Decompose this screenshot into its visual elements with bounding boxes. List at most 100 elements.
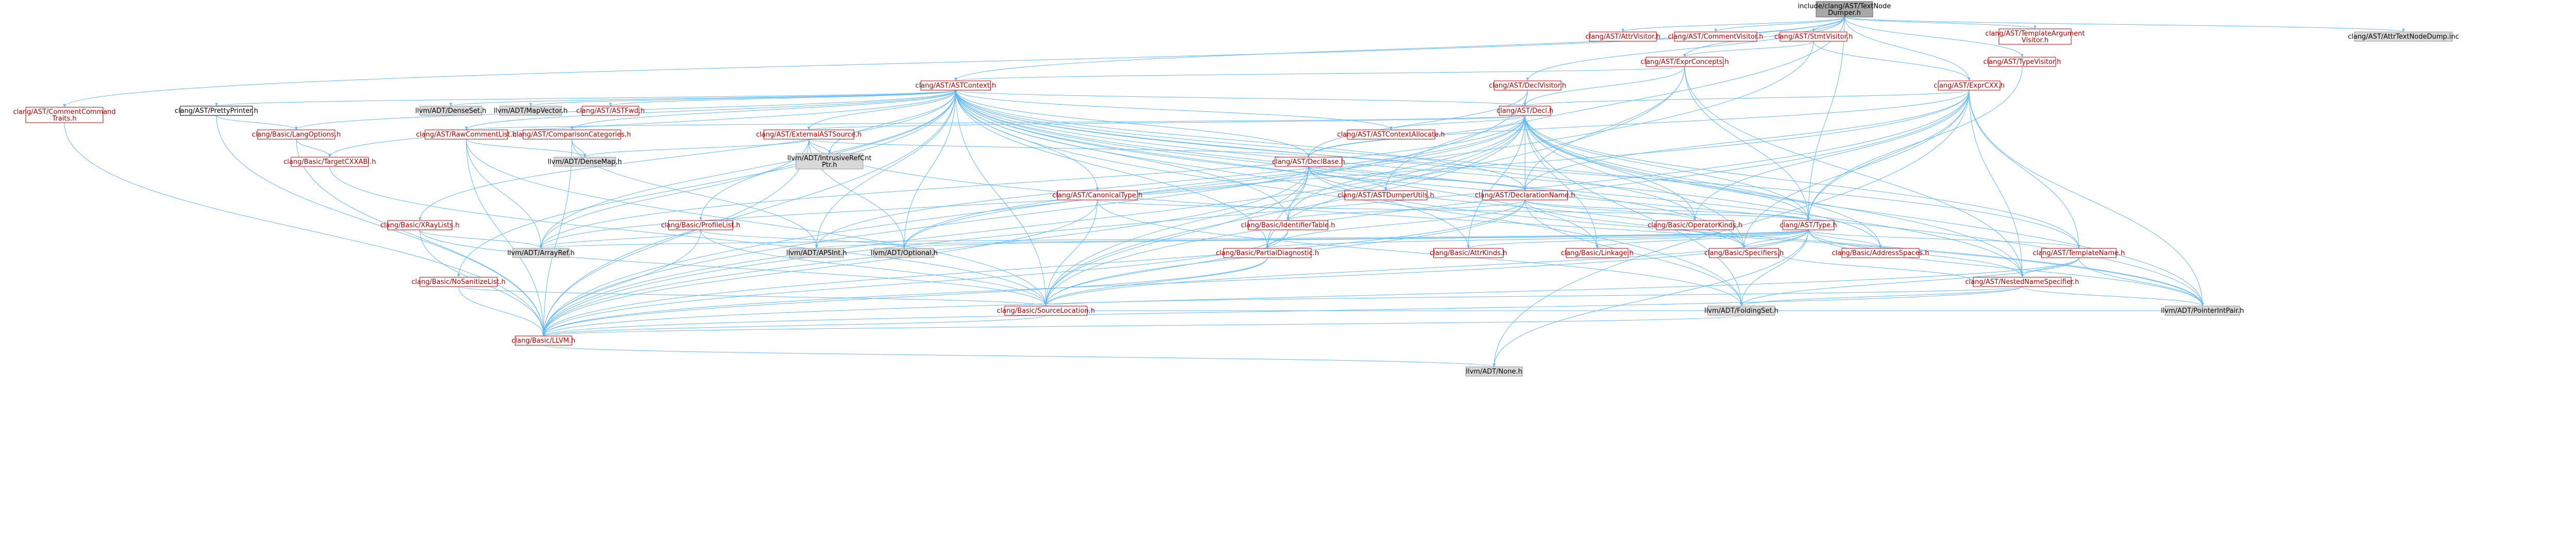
- node-nosanitizelist[interactable]: clang/Basic/NoSanitizeList.h: [412, 277, 506, 287]
- node-declbase[interactable]: clang/AST/DeclBase.h: [1272, 157, 1345, 167]
- edge-astcontext-to-comparisoncategories: [570, 90, 956, 130]
- node-densemap[interactable]: llvm/ADT/DenseMap.h: [548, 157, 622, 167]
- edge-astcontext-to-sourcelocation: [955, 90, 1047, 307]
- node-attrvisitor[interactable]: clang/AST/AttrVisitor.h: [1585, 31, 1660, 42]
- edge-stmtvisitor-to-exprconcepts: [1683, 41, 1814, 58]
- node-box-llvm: [515, 335, 572, 346]
- node-label-langoptions: clang/Basic/LangOptions.h: [252, 131, 341, 139]
- node-arrayref[interactable]: llvm/ADT/ArrayRef.h: [507, 248, 575, 258]
- edge-profilelist-to-optional: [700, 229, 906, 249]
- node-declvisitor[interactable]: clang/AST/DeclVisitor.h: [1489, 80, 1566, 91]
- node-asttype[interactable]: clang/AST/Type.h: [1780, 220, 1837, 230]
- edge-exprcxx-to-specifiers: [1742, 90, 1970, 249]
- node-addressspaces[interactable]: clang/Basic/AddressSpaces.h: [1832, 248, 1929, 258]
- node-attrtextnodedump[interactable]: clang/AST/AttrTextNodeDump.inc: [2348, 31, 2459, 42]
- edge-targetcxxabi-to-sourcelocation: [329, 166, 1047, 307]
- edge-externalastsource-to-declbase: [808, 139, 1310, 158]
- node-specifiers[interactable]: clang/Basic/Specifiers.h: [1704, 248, 1784, 258]
- edge-asttype-to-specifiers: [1742, 229, 1809, 249]
- edge-decl-to-asttype: [1524, 115, 1810, 221]
- node-rawcommentlist[interactable]: clang/AST/RawCommentList.h: [416, 129, 517, 140]
- node-typevisitor[interactable]: clang/AST/TypeVisitor.h: [1983, 57, 2061, 67]
- edge-declarationname-to-llvm: [542, 199, 1526, 336]
- edge-nestednamespecifier-to-foldingset: [1740, 286, 2023, 307]
- edge-decl-to-pointerintpair: [1524, 115, 2204, 307]
- edge-decl-to-optional: [903, 115, 1526, 249]
- node-externalastsource[interactable]: clang/AST/ExternalASTSource.h: [756, 129, 862, 140]
- node-astfwd[interactable]: clang/AST/ASTFwd.h: [577, 106, 645, 116]
- edge-decl-to-sourcelocation: [1044, 115, 1526, 307]
- node-astcontext[interactable]: clang/AST/ASTContext.h: [916, 80, 996, 91]
- node-label-mapvector: llvm/ADT/MapVector.h: [494, 107, 567, 115]
- node-box-templatename: [2041, 248, 2116, 258]
- node-label-profilelist: clang/Basic/ProfileList.h: [661, 222, 740, 229]
- node-label-attrvisitor: clang/AST/AttrVisitor.h: [1585, 33, 1660, 41]
- node-label-commentvisitor: clang/AST/CommentVisitor.h: [1668, 33, 1764, 41]
- node-nestednamespecifier[interactable]: clang/AST/NestedNameSpecifier.h: [1965, 277, 2079, 287]
- node-label-densemap: llvm/ADT/DenseMap.h: [548, 158, 622, 166]
- node-operatorkinds[interactable]: clang/Basic/OperatorKinds.h: [1648, 220, 1742, 230]
- node-llvm[interactable]: clang/Basic/LLVM.h: [512, 335, 575, 346]
- edge-exprcxx-to-llvm: [542, 90, 1970, 336]
- node-targetcxxabi[interactable]: clang/Basic/TargetCXXABI.h: [283, 157, 376, 167]
- node-exprcxx[interactable]: clang/AST/ExprCXX.h: [1934, 80, 2005, 91]
- edge-comparisoncategories-to-llvm: [542, 139, 572, 336]
- node-pointerintpair[interactable]: llvm/ADT/PointerIntPair.h: [2161, 306, 2244, 316]
- node-prettyprinter[interactable]: clang/AST/PrettyPrinter.h: [175, 106, 258, 116]
- node-none[interactable]: llvm/ADT/None.h: [1465, 366, 1523, 377]
- node-label-canonicaltype: clang/AST/CanonicalType.h: [1052, 192, 1142, 199]
- edge-stmtvisitor-to-llvm: [542, 41, 1814, 336]
- edges-layer: [63, 16, 2405, 367]
- node-attrkinds[interactable]: clang/Basic/AttrKinds.h: [1430, 248, 1507, 258]
- node-stmtvisitor[interactable]: clang/AST/StmtVisitor.h: [1774, 31, 1853, 42]
- node-optional[interactable]: llvm/ADT/Optional.h: [871, 248, 938, 258]
- node-box-targetcxxabi: [291, 157, 369, 167]
- edge-root-to-attrvisitor: [1621, 16, 1845, 32]
- node-label-intrusiverefcnt-1: llvm/ADT/IntrusiveRefCnt: [787, 155, 871, 162]
- edge-xraylists-to-sourcelocation: [419, 229, 1047, 307]
- node-partialdiagnostic[interactable]: clang/Basic/PartialDiagnostic.h: [1216, 248, 1319, 258]
- node-foldingset[interactable]: llvm/ADT/FoldingSet.h: [1704, 306, 1778, 316]
- node-linkage[interactable]: clang/Basic/Linkage.h: [1561, 248, 1634, 258]
- edge-declarationname-to-operatorkinds: [1524, 199, 1697, 221]
- edge-asttype-to-none: [1493, 229, 1809, 367]
- node-mapvector[interactable]: llvm/ADT/MapVector.h: [494, 106, 568, 116]
- node-astcontextallocate[interactable]: clang/AST/ASTContextAllocate.h: [1337, 129, 1445, 140]
- edge-root-to-astcontext: [954, 16, 1845, 81]
- nodes-layer: include/clang/AST/TextNodeDumper.hclang/…: [13, 1, 2459, 377]
- node-comparisoncategories[interactable]: clang/AST/ComparisonCategories.h: [513, 129, 631, 140]
- edge-astcontext-to-pointerintpair: [955, 90, 2204, 307]
- node-canonicaltype[interactable]: clang/AST/CanonicalType.h: [1052, 190, 1143, 200]
- node-box-templateargvisitor: [1998, 28, 2072, 45]
- edge-exprcxx-to-decl: [1523, 90, 1970, 107]
- edge-decl-to-identifiertable: [1286, 115, 1526, 221]
- edge-prettyprinter-to-llvm: [216, 115, 545, 336]
- node-exprconcepts[interactable]: clang/AST/ExprConcepts.h: [1640, 57, 1729, 67]
- edge-declarationname-to-specifiers: [1524, 199, 1745, 249]
- node-xraylists[interactable]: clang/Basic/XRayLists.h: [380, 220, 460, 230]
- node-commentvisitor[interactable]: clang/AST/CommentVisitor.h: [1668, 31, 1764, 42]
- node-box-exprcxx: [1938, 80, 2001, 91]
- node-astdumperutils[interactable]: clang/AST/ASTDumperUtils.h: [1337, 190, 1434, 200]
- node-apsint[interactable]: llvm/ADT/APSInt.h: [786, 248, 847, 258]
- edge-nosanitizelist-to-sourcelocation: [458, 286, 1047, 307]
- node-decl[interactable]: clang/AST/Decl.h: [1497, 106, 1553, 116]
- edge-templatename-to-nestednamespecifier: [2021, 257, 2079, 278]
- node-sourcelocation[interactable]: clang/Basic/SourceLocation.h: [997, 306, 1095, 316]
- node-identifiertable[interactable]: clang/Basic/IdentifierTable.h: [1241, 220, 1335, 230]
- edge-decl-to-linkage: [1524, 115, 1599, 249]
- node-label-pointerintpair: llvm/ADT/PointerIntPair.h: [2161, 307, 2244, 315]
- node-langoptions[interactable]: clang/Basic/LangOptions.h: [252, 129, 341, 140]
- edge-astcontext-to-densetset: [449, 90, 956, 107]
- edge-exprcxx-to-pointerintpair: [1969, 90, 2204, 307]
- node-profilelist[interactable]: clang/Basic/ProfileList.h: [661, 220, 740, 230]
- edge-astcontext-to-declarationname: [955, 90, 1527, 191]
- node-box-declarationname: [1482, 190, 1568, 200]
- node-templatename[interactable]: clang/AST/TemplateName.h: [2032, 248, 2125, 258]
- node-declarationname[interactable]: clang/AST/DeclarationName.h: [1475, 190, 1575, 200]
- edge-astcontext-to-astfwd: [609, 90, 956, 107]
- node-densetset[interactable]: llvm/ADT/DenseSet.h: [415, 106, 486, 116]
